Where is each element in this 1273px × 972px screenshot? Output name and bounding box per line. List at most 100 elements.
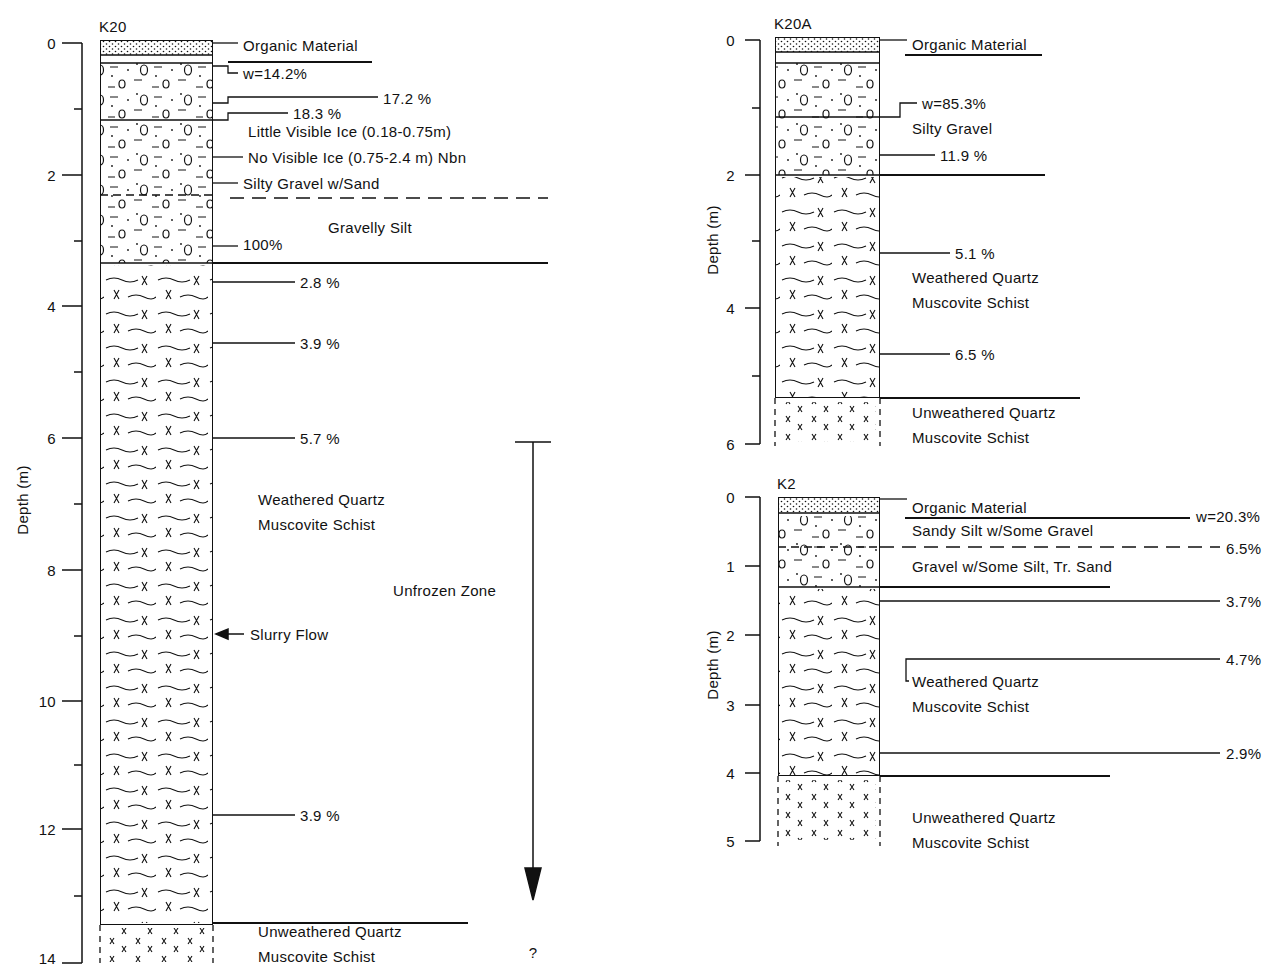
soil-hatching: [778, 498, 880, 513]
leader-line: [213, 245, 238, 246]
log-annotation: 3.9 %: [300, 331, 340, 356]
log-annotation: 17.2 %: [383, 86, 432, 111]
depth-axis: [81, 43, 83, 963]
bedrock-outline: [775, 398, 880, 446]
depth-tick: 4: [726, 296, 735, 321]
depth-tick: 6: [726, 432, 735, 457]
boring-log-column: K2: [778, 497, 880, 776]
log-annotation: w=85.3%: [922, 91, 986, 116]
bedrock-outline: [100, 398, 880, 963]
depth-axis: [745, 40, 760, 444]
axis-title: Depth (m): [10, 465, 35, 534]
depth-tick: 12: [39, 817, 56, 842]
log-annotation: Sandy Silt w/Some Gravel: [912, 518, 1093, 543]
depth-tick: 2: [726, 623, 735, 648]
leader-line: [213, 814, 295, 815]
leader-line: [880, 600, 1220, 601]
depth-tick: 3: [726, 693, 735, 718]
leader-line: [880, 397, 1080, 399]
log-annotation: 4.7%: [1226, 647, 1261, 672]
soil-hatching: [775, 63, 880, 175]
log-annotation: 18.3 %: [293, 101, 342, 126]
depth-tick: 14: [39, 945, 56, 970]
leader-line: [880, 353, 950, 354]
depth-tick: 0: [726, 485, 735, 510]
zone-arrow: [216, 629, 228, 639]
soil-hatching: [100, 38, 880, 962]
zone-arrow: [515, 442, 551, 872]
soil-hatching: [778, 589, 880, 775]
boring-id: K20A: [774, 15, 812, 32]
bedrock-outline: [100, 925, 213, 963]
boring-log-column: K20: [100, 40, 213, 925]
log-annotation: Gravelly Silt: [328, 215, 412, 240]
layer-boundary: [100, 52, 880, 587]
zone-arrow: [525, 868, 541, 900]
soil-hatching: [778, 516, 880, 587]
depth-axis: [759, 497, 761, 841]
leader-line: [213, 113, 288, 120]
boring-log-column: K20A: [775, 37, 880, 398]
depth-tick: 2: [726, 163, 735, 188]
leader-line: [213, 182, 238, 183]
depth-tick: 2: [47, 163, 56, 188]
leader-line: [213, 66, 238, 73]
depth-axis: [745, 497, 760, 841]
log-annotation: 11.9 %: [940, 143, 987, 168]
leader-line: [880, 752, 1220, 753]
soil-hatching: [100, 63, 213, 263]
bedrock-outline: [778, 776, 880, 846]
log-annotation: Organic Material: [912, 495, 1027, 520]
leader-line: [880, 546, 1220, 547]
leader-line: [213, 97, 378, 103]
soil-hatching: [775, 38, 880, 52]
soil-hatching: [782, 780, 876, 840]
log-annotation: Unweathered Quartz Muscovite Schist: [258, 919, 448, 969]
soil-hatching: [775, 177, 880, 397]
log-annotation: 3.9 %: [300, 803, 340, 828]
leader-line: [213, 342, 295, 343]
log-annotation: Unweathered Quartz Muscovite Schist: [912, 400, 1102, 450]
depth-axis: [62, 43, 82, 963]
depth-tick: 1: [726, 554, 735, 579]
axis-title: Depth (m): [700, 205, 725, 274]
leader-line: [880, 498, 907, 499]
log-annotation: Unweathered Quartz Muscovite Schist: [912, 805, 1102, 855]
leader-line: [228, 61, 372, 63]
log-annotation: Silty Gravel w/Sand: [243, 171, 380, 196]
leader-line: [230, 197, 548, 198]
depth-tick: 8: [47, 558, 56, 583]
leader-line: [213, 42, 238, 43]
log-annotation: 3.7%: [1226, 589, 1261, 614]
soil-hatching: [104, 928, 209, 962]
log-annotation: Weathered Quartz Muscovite Schist: [912, 265, 1077, 315]
leader-line: [880, 39, 907, 40]
log-annotation: 6.5 %: [955, 342, 995, 367]
log-annotation: 5.1 %: [955, 241, 995, 266]
depth-axis: [759, 40, 761, 444]
leader-line: [880, 586, 1110, 588]
log-annotation: Organic Material: [912, 32, 1027, 57]
leader-line: [905, 517, 1190, 519]
layer-boundary: [100, 55, 213, 263]
log-annotation: 100%: [243, 232, 283, 257]
layer-boundary: [778, 546, 880, 547]
leader-line: [880, 174, 1045, 176]
log-annotation: Slurry Flow: [250, 622, 328, 647]
log-annotation: Organic Material: [243, 33, 358, 58]
log-annotation: No Visible Ice (0.75-2.4 m) Nbn: [248, 145, 466, 170]
log-annotation: 5.7 %: [300, 426, 340, 451]
zone-arrow: [216, 442, 551, 900]
leader-line: [213, 281, 295, 282]
soil-hatching: [779, 402, 876, 442]
leader-line: [213, 40, 1220, 923]
leader-line: [213, 437, 295, 438]
leader-line: [213, 262, 548, 264]
leader-line: [905, 54, 1042, 56]
log-annotation: w=20.3%: [1196, 504, 1260, 529]
depth-tick: 4: [726, 761, 735, 786]
log-annotation: Weathered Quartz Muscovite Schist: [258, 487, 423, 537]
leader-line: [880, 154, 935, 155]
leader-line: [880, 775, 1110, 777]
depth-tick: 4: [47, 294, 56, 319]
